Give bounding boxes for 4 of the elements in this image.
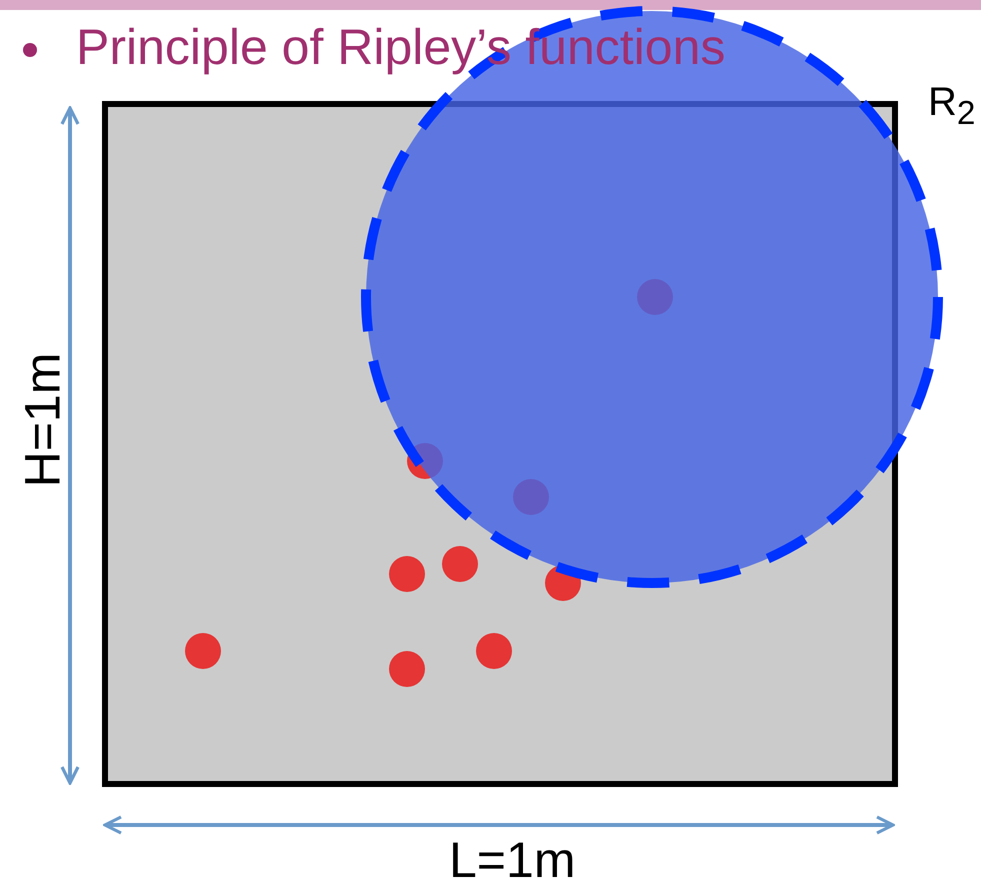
slide-title: Principle of Ripley’s functions — [76, 22, 726, 72]
dimension-label: H=1m — [16, 352, 67, 488]
radius-label: R$_{2}$ — [928, 82, 976, 130]
dimension-label: L=1m — [449, 835, 576, 883]
